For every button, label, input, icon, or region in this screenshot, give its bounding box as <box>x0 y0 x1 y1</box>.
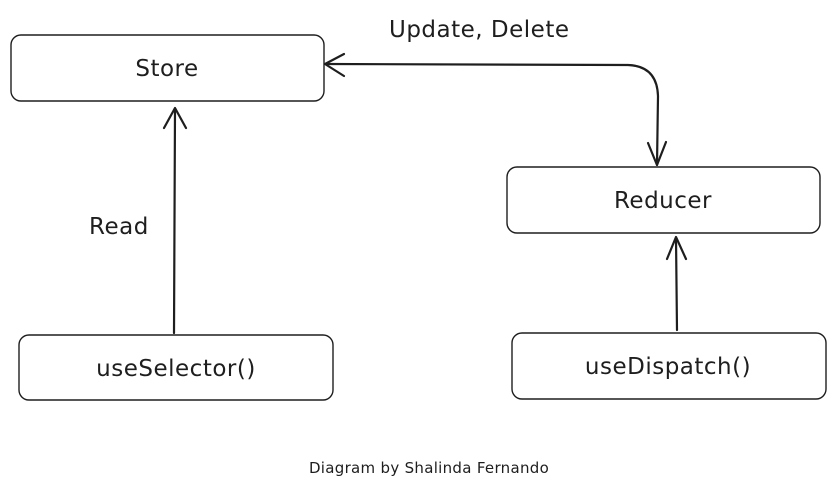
use-selector-node: useSelector() <box>18 334 334 401</box>
update-delete-label: Update, Delete <box>389 17 570 43</box>
arrowhead-up-store <box>162 106 188 130</box>
edge-selector-to-store <box>162 106 188 335</box>
edge-dispatch-to-reducer <box>665 235 688 332</box>
arrowhead-down-reducer <box>646 140 668 167</box>
edge-store-reducer-line <box>324 62 660 167</box>
arrowhead-up-reducer <box>665 235 688 261</box>
store-node: Store <box>10 34 325 102</box>
store-label: Store <box>135 56 198 82</box>
arrowhead-left-store <box>323 52 346 78</box>
use-dispatch-label: useDispatch() <box>585 354 751 380</box>
edge-store-reducer <box>323 52 668 167</box>
reducer-label: Reducer <box>614 188 712 214</box>
edge-dispatch-to-reducer-line <box>674 236 679 332</box>
edge-selector-to-store-line <box>172 107 177 335</box>
diagram-caption: Diagram by Shalinda Fernando <box>309 459 549 477</box>
use-dispatch-node: useDispatch() <box>511 332 827 400</box>
use-selector-label: useSelector() <box>96 356 256 382</box>
read-label: Read <box>89 214 149 240</box>
reducer-node: Reducer <box>506 166 821 234</box>
